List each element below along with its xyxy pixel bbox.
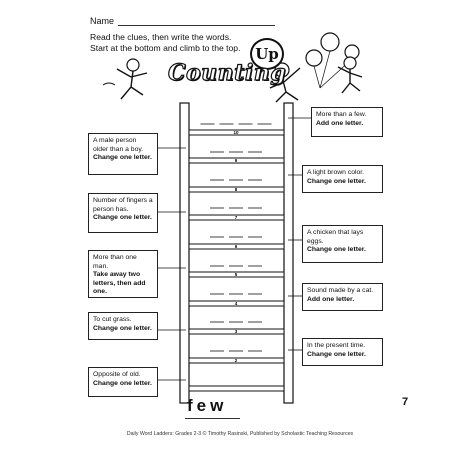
instructions: Read the clues, then write the words. St… xyxy=(90,32,290,54)
start-word: few xyxy=(187,396,228,415)
clue-text: To cut grass. xyxy=(93,316,132,323)
clue-box-right-2: A light brown color. Change one letter. xyxy=(302,165,383,193)
rung-number: 8 xyxy=(235,187,238,192)
clue-instruction: Change one letter. xyxy=(307,350,366,358)
clue-box-right-1: More than a few. Add one letter. xyxy=(311,107,383,137)
start-word-underline xyxy=(185,418,240,419)
footer-credit: Daily Word Ladders: Grades 2-3 © Timothy… xyxy=(126,431,354,437)
clue-text: A light brown color. xyxy=(307,169,365,176)
clue-box-left-2: Number of fingers a person has. Change o… xyxy=(88,193,158,233)
ladder-rung xyxy=(188,214,285,221)
clue-box-right-5: In the present time. Change one letter. xyxy=(302,338,383,366)
balloons-illustration xyxy=(305,32,360,89)
ladder-rung xyxy=(188,300,285,307)
clue-text: More than a few. xyxy=(316,111,367,118)
clue-box-left-3: More than one man. Take away two letters… xyxy=(88,250,158,298)
clue-instruction: Change one letter. xyxy=(93,379,152,387)
clue-instruction: Change one letter. xyxy=(307,177,366,185)
clue-text: Sound made by a cat. xyxy=(307,287,374,294)
clue-text: A chicken that lays eggs. xyxy=(307,229,364,245)
rung-number: 9 xyxy=(235,158,238,163)
ladder-rung xyxy=(188,243,285,250)
ladder-rung xyxy=(188,385,285,392)
rung-number: 3 xyxy=(235,329,238,334)
clue-instruction: Change one letter. xyxy=(93,214,152,222)
rung-number: 2 xyxy=(235,358,238,363)
page-number: 7 xyxy=(402,396,409,408)
ladder-rung xyxy=(188,357,285,364)
rung-number: 6 xyxy=(235,244,238,249)
instruction-line-2: Start at the bottom and climb to the top… xyxy=(90,43,241,53)
clue-instruction: Add one letter. xyxy=(316,119,364,127)
clue-box-right-3: A chicken that lays eggs. Change one let… xyxy=(302,225,383,263)
rung-number: 5 xyxy=(235,272,238,277)
clue-instruction: Change one letter. xyxy=(93,154,152,162)
clue-box-right-4: Sound made by a cat. Add one letter. xyxy=(302,283,383,311)
ladder-rung xyxy=(188,129,285,136)
name-label: Name xyxy=(90,16,115,26)
clue-text: Opposite of old. xyxy=(93,371,141,378)
clue-box-left-4: To cut grass. Change one letter. xyxy=(88,312,158,340)
ladder-rung xyxy=(188,157,285,164)
ladder-rung xyxy=(188,186,285,193)
clue-box-left-5: Opposite of old. Change one letter. xyxy=(88,367,158,397)
instruction-line-1: Read the clues, then write the words. xyxy=(90,32,232,42)
rung-number: 7 xyxy=(235,215,238,220)
title-up-balloon: Up xyxy=(250,38,284,70)
ladder-rung xyxy=(188,271,285,278)
clue-text: A male person older than a boy. xyxy=(93,137,144,153)
clue-instruction: Change one letter. xyxy=(93,324,152,332)
clue-instruction: Take away two letters, then add one. xyxy=(93,271,146,296)
rung-number: 4 xyxy=(235,301,238,306)
title-counting: Counting xyxy=(167,59,287,86)
waving-kid-illustration xyxy=(337,56,363,94)
clue-text: In the present time. xyxy=(307,342,366,349)
clue-instruction: Change one letter. xyxy=(307,246,366,254)
clue-text: Number of fingers a person has. xyxy=(93,197,153,213)
ladder-rung xyxy=(188,328,285,335)
jumping-kid-illustration xyxy=(102,58,148,100)
rung-number: 10 xyxy=(233,130,239,135)
kid-holding-balloons-illustration xyxy=(269,62,301,103)
clue-box-left-1: A male person older than a boy. Change o… xyxy=(88,133,158,175)
clue-text: More than one man. xyxy=(93,254,137,270)
name-field-line[interactable] xyxy=(118,25,275,26)
clue-instruction: Add one letter. xyxy=(307,295,355,303)
